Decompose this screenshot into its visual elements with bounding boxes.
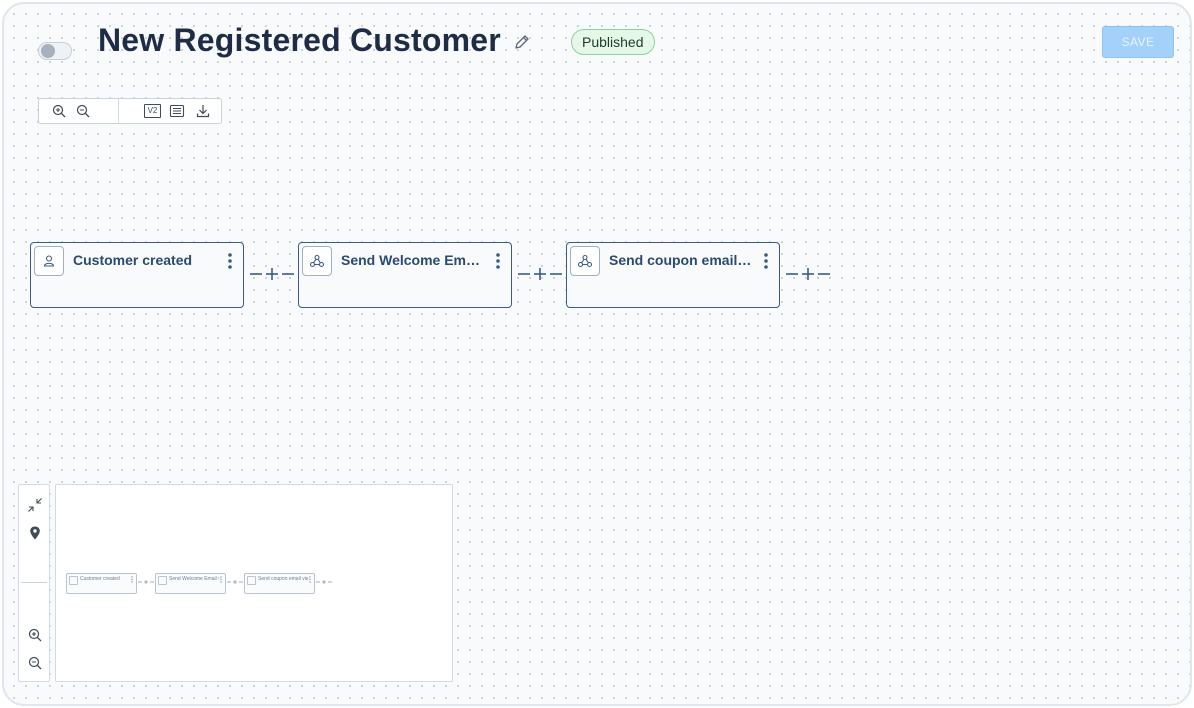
location-pin-icon[interactable] xyxy=(27,525,43,541)
minimap-node: Customer created xyxy=(66,573,137,594)
canvas-toolbar: V2 xyxy=(38,98,222,124)
minimap-node-label: Send coupon email via xyxy=(258,576,308,582)
more-vertical-icon[interactable] xyxy=(763,252,769,270)
webhook-icon xyxy=(570,246,600,276)
zoom-out-icon[interactable] xyxy=(75,103,91,119)
workflow-node-action[interactable]: Send coupon email via Mailchimp xyxy=(566,242,780,308)
minimap-node: Send Welcome Email via xyxy=(155,573,226,594)
minimap-connector xyxy=(138,580,154,584)
more-vertical-icon xyxy=(131,576,133,583)
pencil-icon[interactable] xyxy=(512,32,532,52)
add-step-connector[interactable] xyxy=(784,266,832,282)
minimap-connector xyxy=(227,580,243,584)
node-label: Send coupon email via Mailchimp xyxy=(609,252,755,268)
webhook-icon xyxy=(247,576,256,585)
minimap-node: Send coupon email via xyxy=(244,573,315,594)
minimap-divider xyxy=(21,582,47,583)
save-button[interactable]: SAVE xyxy=(1102,26,1174,58)
node-label: Send Welcome Email via Mailchimp xyxy=(341,252,487,268)
workflow-node-trigger[interactable]: Customer created xyxy=(30,242,244,308)
workflow-node-action[interactable]: Send Welcome Email via Mailchimp xyxy=(298,242,512,308)
minimap-connector xyxy=(316,580,332,584)
node-label: Customer created xyxy=(73,252,193,268)
minimap-controls xyxy=(18,484,50,682)
person-icon xyxy=(34,246,64,276)
collapse-icon[interactable] xyxy=(27,497,43,513)
webhook-icon xyxy=(158,576,167,585)
zoom-out-icon[interactable] xyxy=(27,655,43,671)
page-title: New Registered Customer xyxy=(98,22,501,58)
zoom-in-icon[interactable] xyxy=(27,627,43,643)
list-icon[interactable] xyxy=(169,103,185,119)
minimap[interactable]: Customer created Send Welcome Email via … xyxy=(55,484,453,682)
more-vertical-icon xyxy=(309,576,311,583)
minimap-node-label: Send Welcome Email via xyxy=(169,576,219,582)
add-step-connector[interactable] xyxy=(516,266,564,282)
version-button[interactable]: V2 xyxy=(144,104,161,118)
person-icon xyxy=(69,576,78,585)
toolbar-divider xyxy=(118,99,119,123)
workflow-toggle[interactable] xyxy=(38,42,72,60)
download-icon[interactable] xyxy=(195,103,211,119)
more-vertical-icon[interactable] xyxy=(227,252,233,270)
version-label: V2 xyxy=(147,106,158,115)
zoom-in-icon[interactable] xyxy=(51,103,67,119)
minimap-node-label: Customer created xyxy=(80,576,120,582)
status-badge: Published xyxy=(571,29,655,55)
more-vertical-icon xyxy=(220,576,222,583)
toggle-knob xyxy=(41,44,55,58)
more-vertical-icon[interactable] xyxy=(495,252,501,270)
add-step-connector[interactable] xyxy=(248,266,296,282)
webhook-icon xyxy=(302,246,332,276)
